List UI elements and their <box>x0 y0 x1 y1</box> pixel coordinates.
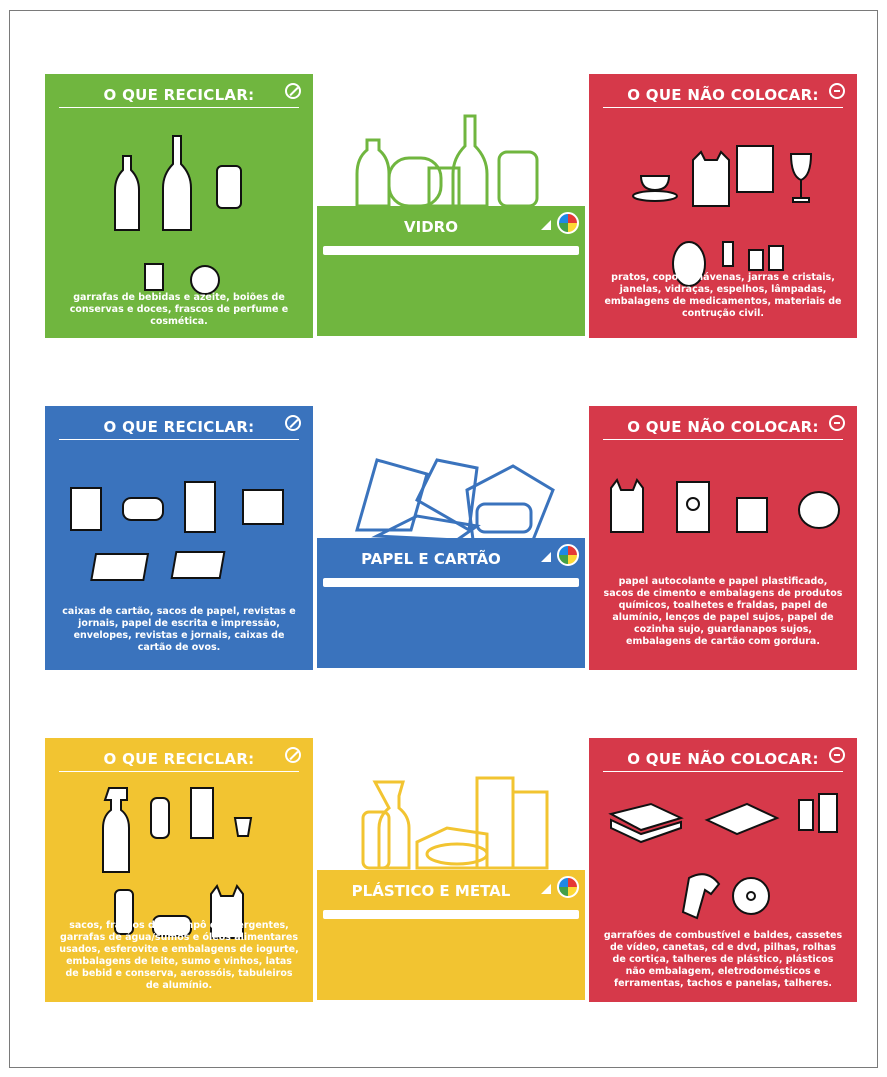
plastic-containers-illustration <box>361 776 549 870</box>
title-divider <box>59 107 299 108</box>
card-description: garrafões de combustível e baldes, casse… <box>603 930 843 989</box>
title-divider <box>603 107 843 108</box>
minus-icon <box>829 83 845 99</box>
recycle-mark-icon <box>541 884 551 894</box>
card-title: O QUE RECICLAR: <box>103 86 255 104</box>
bin-slot <box>323 578 579 587</box>
title-divider <box>603 771 843 772</box>
pencil-icon <box>285 83 301 99</box>
glass-dont-card: O QUE NÃO COLOCAR: pratos, copos, cháven… <box>589 74 857 338</box>
color-wheel-icon <box>557 876 579 898</box>
page-frame <box>9 10 878 1068</box>
card-description: papel autocolante e papel plastificado, … <box>603 576 843 647</box>
glass-items-icons <box>114 135 242 295</box>
minus-icon <box>829 747 845 763</box>
plastic-recycle-card: O QUE RECICLAR: sacos, frascos de champô… <box>45 738 313 1002</box>
card-title: O QUE NÃO COLOCAR: <box>627 750 819 768</box>
plastic-bin-label-box: PLÁSTICO E METAL <box>317 870 585 1000</box>
paper-dont-card: O QUE NÃO COLOCAR: papel autocolante e p… <box>589 406 857 670</box>
plastic-not-allowed-icons <box>608 793 838 920</box>
glass-bin: VIDRO <box>317 110 585 338</box>
recycle-mark-icon <box>541 552 551 562</box>
paper-recycle-card: O QUE RECICLAR: caixas de cartão, sacos … <box>45 406 313 670</box>
plastic-dont-card: O QUE NÃO COLOCAR: garrafões de combustí… <box>589 738 857 1002</box>
bin-label: PLÁSTICO E METAL <box>351 882 511 900</box>
glass-recycle-card: O QUE RECICLAR: garrafas de bebidas e az… <box>45 74 313 338</box>
pencil-icon <box>285 747 301 763</box>
bin-slot <box>323 246 579 255</box>
minus-icon <box>829 415 845 431</box>
title-divider <box>59 771 299 772</box>
color-wheel-icon <box>557 212 579 234</box>
bin-slot <box>323 910 579 919</box>
paper-bin-label-box: PAPEL E CARTÃO <box>317 538 585 668</box>
card-title: O QUE RECICLAR: <box>103 418 255 436</box>
glass-bin-label-box: VIDRO <box>317 206 585 336</box>
paper-bin: PAPEL E CARTÃO <box>317 440 585 670</box>
plastic-items-icons <box>102 787 253 939</box>
glass-not-allowed-icons <box>632 145 813 287</box>
card-description: caixas de cartão, sacos de papel, revist… <box>62 606 296 653</box>
glass-containers-illustration <box>355 114 539 208</box>
bin-label: VIDRO <box>404 218 458 236</box>
card-description: garrafas de bebidas e azeite, boiões de … <box>69 292 289 327</box>
card-description: sacos, frascos de champô e detergentes, … <box>59 920 299 991</box>
paper-containers-illustration <box>355 458 555 540</box>
card-title: O QUE NÃO COLOCAR: <box>627 86 819 104</box>
card-title: O QUE RECICLAR: <box>103 750 255 768</box>
color-wheel-icon <box>557 544 579 566</box>
plastic-bin: PLÁSTICO E METAL <box>317 772 585 1002</box>
paper-not-allowed-icons <box>610 477 840 533</box>
card-title: O QUE NÃO COLOCAR: <box>627 418 819 436</box>
paper-items-icons <box>70 481 284 581</box>
title-divider <box>59 439 299 440</box>
bin-label: PAPEL E CARTÃO <box>361 550 501 568</box>
recycle-mark-icon <box>541 220 551 230</box>
title-divider <box>603 439 843 440</box>
card-description: pratos, copos, chávenas, jarras e crista… <box>604 272 842 319</box>
pencil-icon <box>285 415 301 431</box>
